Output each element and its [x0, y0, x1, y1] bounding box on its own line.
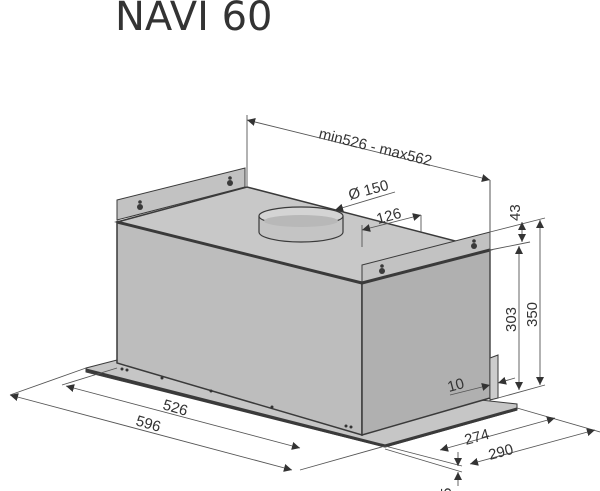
rear-flange	[489, 354, 499, 401]
dim-rear-offset: 10	[446, 375, 467, 396]
dim-width-range: min526 - max562	[317, 125, 434, 170]
dim-body-height: 303	[503, 307, 520, 332]
dim-total-width: 596	[134, 413, 163, 436]
keyhole-icons	[137, 176, 477, 274]
dim-body-width: 526	[161, 397, 190, 420]
dim-total-depth: 290	[487, 441, 516, 464]
dim-body-depth: 274	[463, 426, 492, 449]
dim-bracket-height: 43	[507, 204, 524, 221]
product-title: NAVI 60	[115, 0, 273, 40]
dim-panel-thickness: 5	[438, 488, 455, 491]
exhaust-duct	[258, 206, 344, 243]
dim-total-height: 350	[524, 302, 541, 327]
dim-duct-offset: 126	[375, 205, 404, 228]
